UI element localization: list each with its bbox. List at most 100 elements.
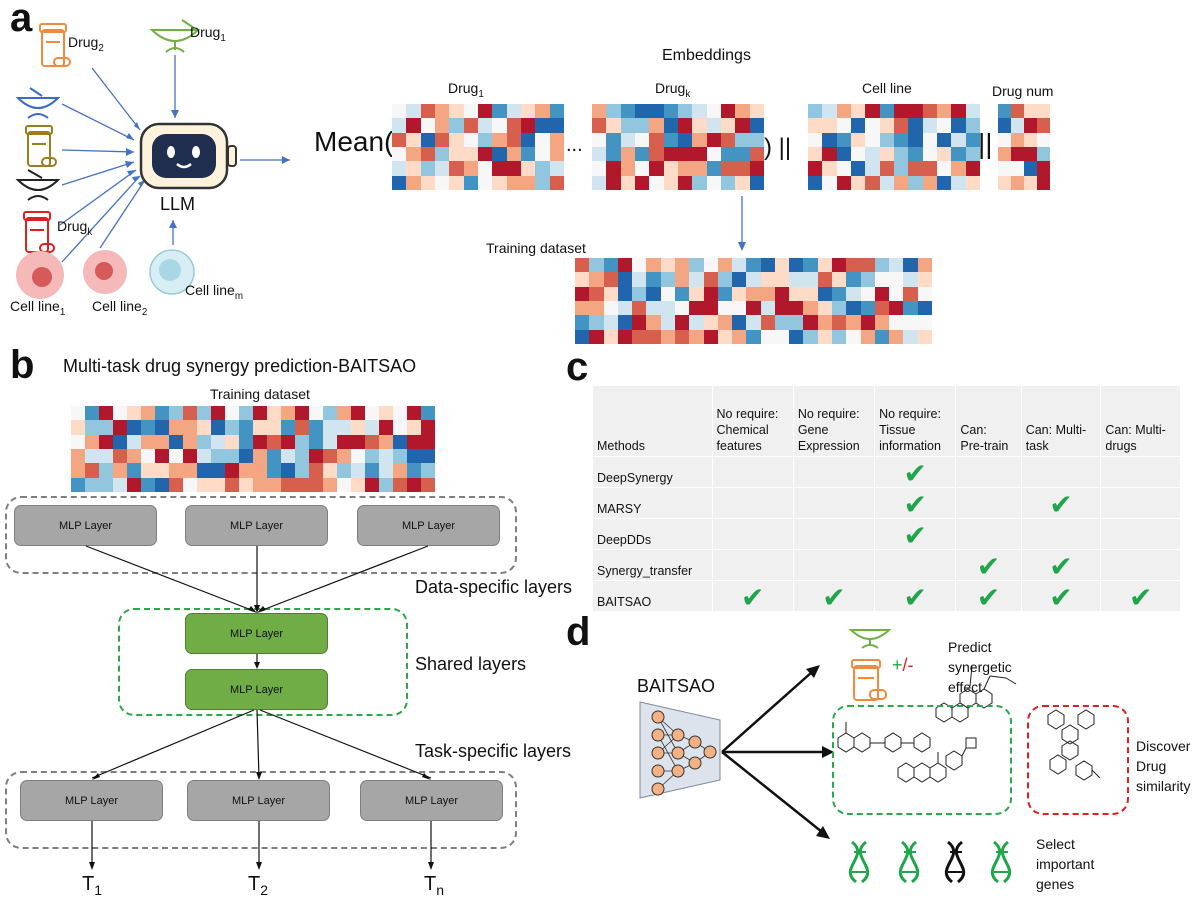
heatmap-cell [760,329,775,344]
heatmap-cell [720,175,736,190]
heatmap-cell [677,104,693,119]
heatmap-cell [903,329,918,344]
heatmap-cell [832,272,847,287]
close-concat: ) || [764,134,792,161]
heatmap-cell [649,161,664,176]
heatmap-cell [903,272,918,287]
mlp-layer-task-3: MLP Layer [360,780,503,821]
heatmap-cell [506,132,521,147]
heatmap-cell [951,146,966,162]
heatmap-cell [225,448,239,464]
heatmap-cell [449,132,464,147]
heatmap-cell [908,132,923,147]
heatmap-cell [127,434,141,449]
heatmap-cell [449,146,464,162]
heatmap-cell [535,104,550,119]
heatmap-cell [677,118,693,133]
empty-cell [792,456,875,488]
heatmap-cell [155,420,169,435]
heatmap-cell [860,272,875,287]
heatmap-cell [1011,118,1024,133]
heatmap-cell [951,175,966,190]
heatmap-cell [365,420,379,435]
heatmap-cell [879,161,894,176]
heatmap-cell [379,477,393,492]
heatmap-cell [706,146,721,162]
heatmap-cell [535,175,550,190]
heatmap-cell [1024,104,1037,119]
heatmap-cell [760,258,775,273]
heatmap-cell [850,118,866,133]
heatmap-cell [323,434,337,449]
check-icon: ✔ [874,518,956,550]
heatmap-cell [520,104,536,119]
heatmap-cell [589,286,604,301]
training-dataset-label-a: Training dataset [486,240,586,256]
heatmap-cell [392,132,407,147]
heatmap-cell [606,104,621,119]
heatmap-cell [225,477,239,492]
heatmap-cell [893,118,909,133]
heatmap-cell [99,406,113,421]
heatmap-cell [379,434,393,449]
heatmap-cell [337,420,351,435]
heatmap-cell [936,132,952,147]
heatmap-cell [351,420,365,435]
empty-cell [955,456,1022,488]
heatmap-cell [951,132,966,147]
mortar-icon [848,629,892,649]
check-icon: ✔ [1020,549,1101,581]
heatmap-cell [817,258,833,273]
header-text-line: Pre-train [960,439,1009,453]
data-specific-label: Data-specific layers [415,577,573,597]
heatmap-cell [663,132,678,147]
header-text-line: Gene [797,423,829,437]
heatmap-cell [351,406,365,421]
emb-drugk-label: Drugk [655,80,691,100]
heatmap-cell [865,161,880,176]
drug-bottle-icon [23,211,55,253]
heatmap-cell [197,477,211,492]
panel-d-graphics [639,629,1101,884]
heatmap-cell [879,104,894,119]
heatmap-cell [808,161,823,176]
heatmap-cell [634,175,650,190]
empty-cell [1100,518,1180,550]
baitsao-label: BAITSAO [637,676,716,696]
panel-label-b: b [10,343,35,387]
heatmap-cell [535,146,550,162]
heatmap-cell [850,132,866,147]
heatmap-cell [351,434,365,449]
heatmap-cell [492,175,507,190]
heatmap-cell [267,420,281,435]
heatmap-cell [936,118,952,133]
heatmap-cell [749,161,764,176]
heatmap-cell [169,477,183,492]
heatmap-cell [1037,104,1050,119]
heatmap-cell [846,258,861,273]
header-text-line: No require: [716,407,779,421]
heatmap-cell [803,272,818,287]
header-text-line: Methods [597,439,645,453]
heatmap-cell [393,448,407,464]
heatmap-cell [323,477,337,492]
task-specific-label: Task-specific layers [415,741,572,761]
heatmap-cell [760,272,775,287]
heatmap-cell [434,175,450,190]
concat-operator: || [978,128,993,159]
heatmap-cell [732,300,747,316]
heatmap-cell [965,118,980,133]
empty-cell [711,518,794,550]
heatmap-cell [295,406,309,421]
heatmap-cell [774,258,790,273]
heatmap-cell [936,146,952,162]
panel-label-c: c [566,345,589,389]
heatmap-cell [592,104,607,119]
heatmap-cell [603,258,618,273]
heatmap-cell [922,104,937,119]
heatmap-cell [689,272,704,287]
table-row: MARSY✔✔ [592,487,1180,519]
check-icon: ✔ [1100,580,1180,612]
heatmap-cell [760,300,775,316]
